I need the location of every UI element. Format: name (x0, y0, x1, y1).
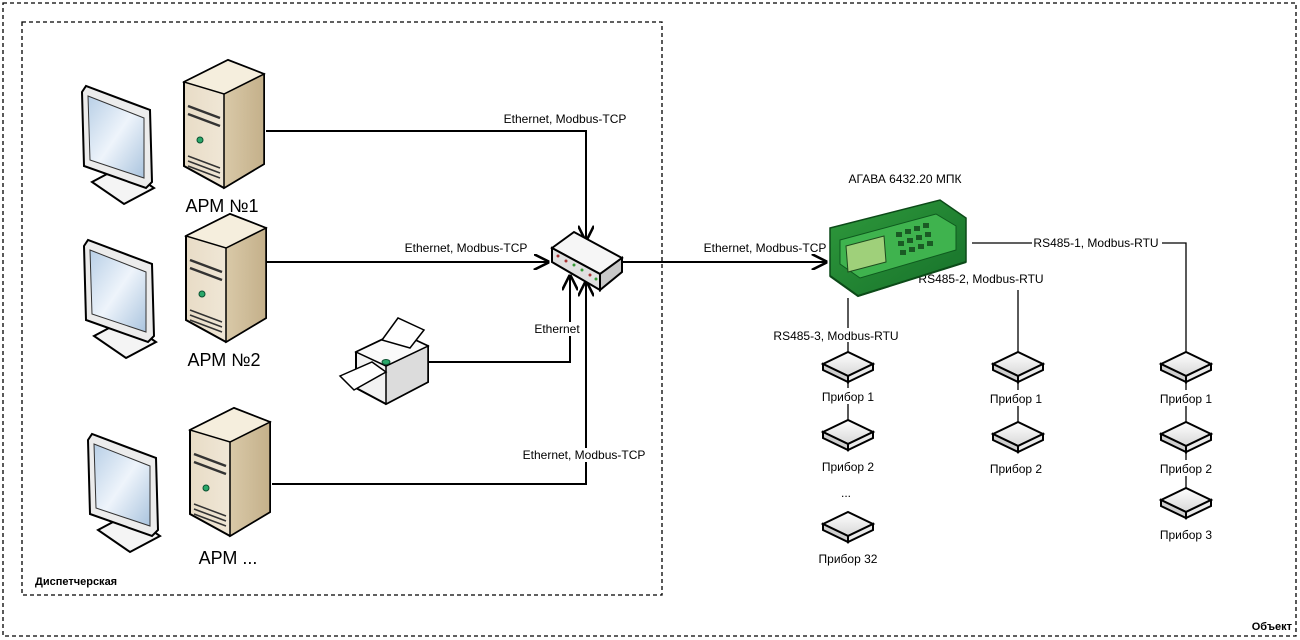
monitor-icon (81, 85, 155, 205)
link-label-arm3: Ethernet, Modbus-TCP (523, 448, 646, 462)
field-device-icon (992, 351, 1044, 383)
wire-printer (428, 276, 570, 363)
bus3-ellipsis: ... (841, 486, 851, 500)
workstation-3: АРМ ... (87, 406, 272, 568)
zone-object-label: Объект (1252, 621, 1293, 633)
controller-label: АГАВА 6432.20 МПК (849, 172, 962, 186)
controller-agava-icon (829, 199, 967, 298)
field-device-icon (1160, 487, 1212, 519)
network-switch-icon (550, 230, 624, 293)
device-label: Прибор 2 (1160, 462, 1213, 476)
device-label: Прибор 3 (1160, 528, 1213, 542)
device-label: Прибор 1 (990, 392, 1043, 406)
wire-arm3 (272, 282, 586, 485)
bus3-device-32: Прибор 32 (819, 511, 878, 566)
link-label-arm1: Ethernet, Modbus-TCP (504, 112, 627, 126)
device-label: Прибор 1 (1160, 392, 1213, 406)
device-label: Прибор 2 (822, 460, 875, 474)
workstation-label: АРМ №1 (185, 196, 258, 216)
link-label-printer: Ethernet (534, 322, 580, 336)
server-tower-icon (184, 212, 268, 344)
bus3-device-2: Прибор 2 (822, 419, 875, 474)
workstation-2: АРМ №2 (83, 212, 268, 370)
bus2-device-2: Прибор 2 (990, 421, 1044, 476)
bus3-device-1: Прибор 1 (822, 351, 875, 404)
link-label-switch-controller: Ethernet, Modbus-TCP (704, 241, 827, 255)
printer-icon (338, 317, 430, 406)
bus1-device-2: Прибор 2 (1160, 421, 1213, 476)
workstation-label: АРМ ... (199, 548, 258, 568)
wire-arm1 (266, 130, 586, 240)
link-label-rs485-1: RS485-1, Modbus-RTU (1033, 236, 1158, 250)
wire-rs485-1 (972, 242, 1187, 354)
workstation-1: АРМ №1 (81, 58, 266, 216)
field-device-icon (822, 419, 874, 451)
device-label: Прибор 32 (819, 552, 878, 566)
server-tower-icon (188, 406, 272, 538)
bus2-device-1: Прибор 1 (990, 351, 1044, 406)
zone-dispatch-label: Диспетчерская (35, 576, 117, 588)
link-label-rs485-2: RS485-2, Modbus-RTU (918, 272, 1043, 286)
link-label-rs485-3: RS485-3, Modbus-RTU (773, 329, 898, 343)
field-device-icon (1160, 421, 1212, 453)
field-device-icon (822, 351, 874, 383)
bus1-device-3: Прибор 3 (1160, 487, 1213, 542)
device-label: Прибор 1 (822, 390, 875, 404)
field-device-icon (822, 511, 874, 543)
link-label-arm2: Ethernet, Modbus-TCP (405, 241, 528, 255)
field-device-icon (992, 421, 1044, 453)
device-label: Прибор 2 (990, 462, 1043, 476)
workstation-label: АРМ №2 (187, 350, 260, 370)
monitor-icon (87, 433, 161, 553)
field-device-icon (1160, 351, 1212, 383)
bus1-device-1: Прибор 1 (1160, 351, 1213, 406)
server-tower-icon (182, 58, 266, 190)
zone-dispatch-border (21, 21, 663, 596)
monitor-icon (83, 239, 157, 359)
